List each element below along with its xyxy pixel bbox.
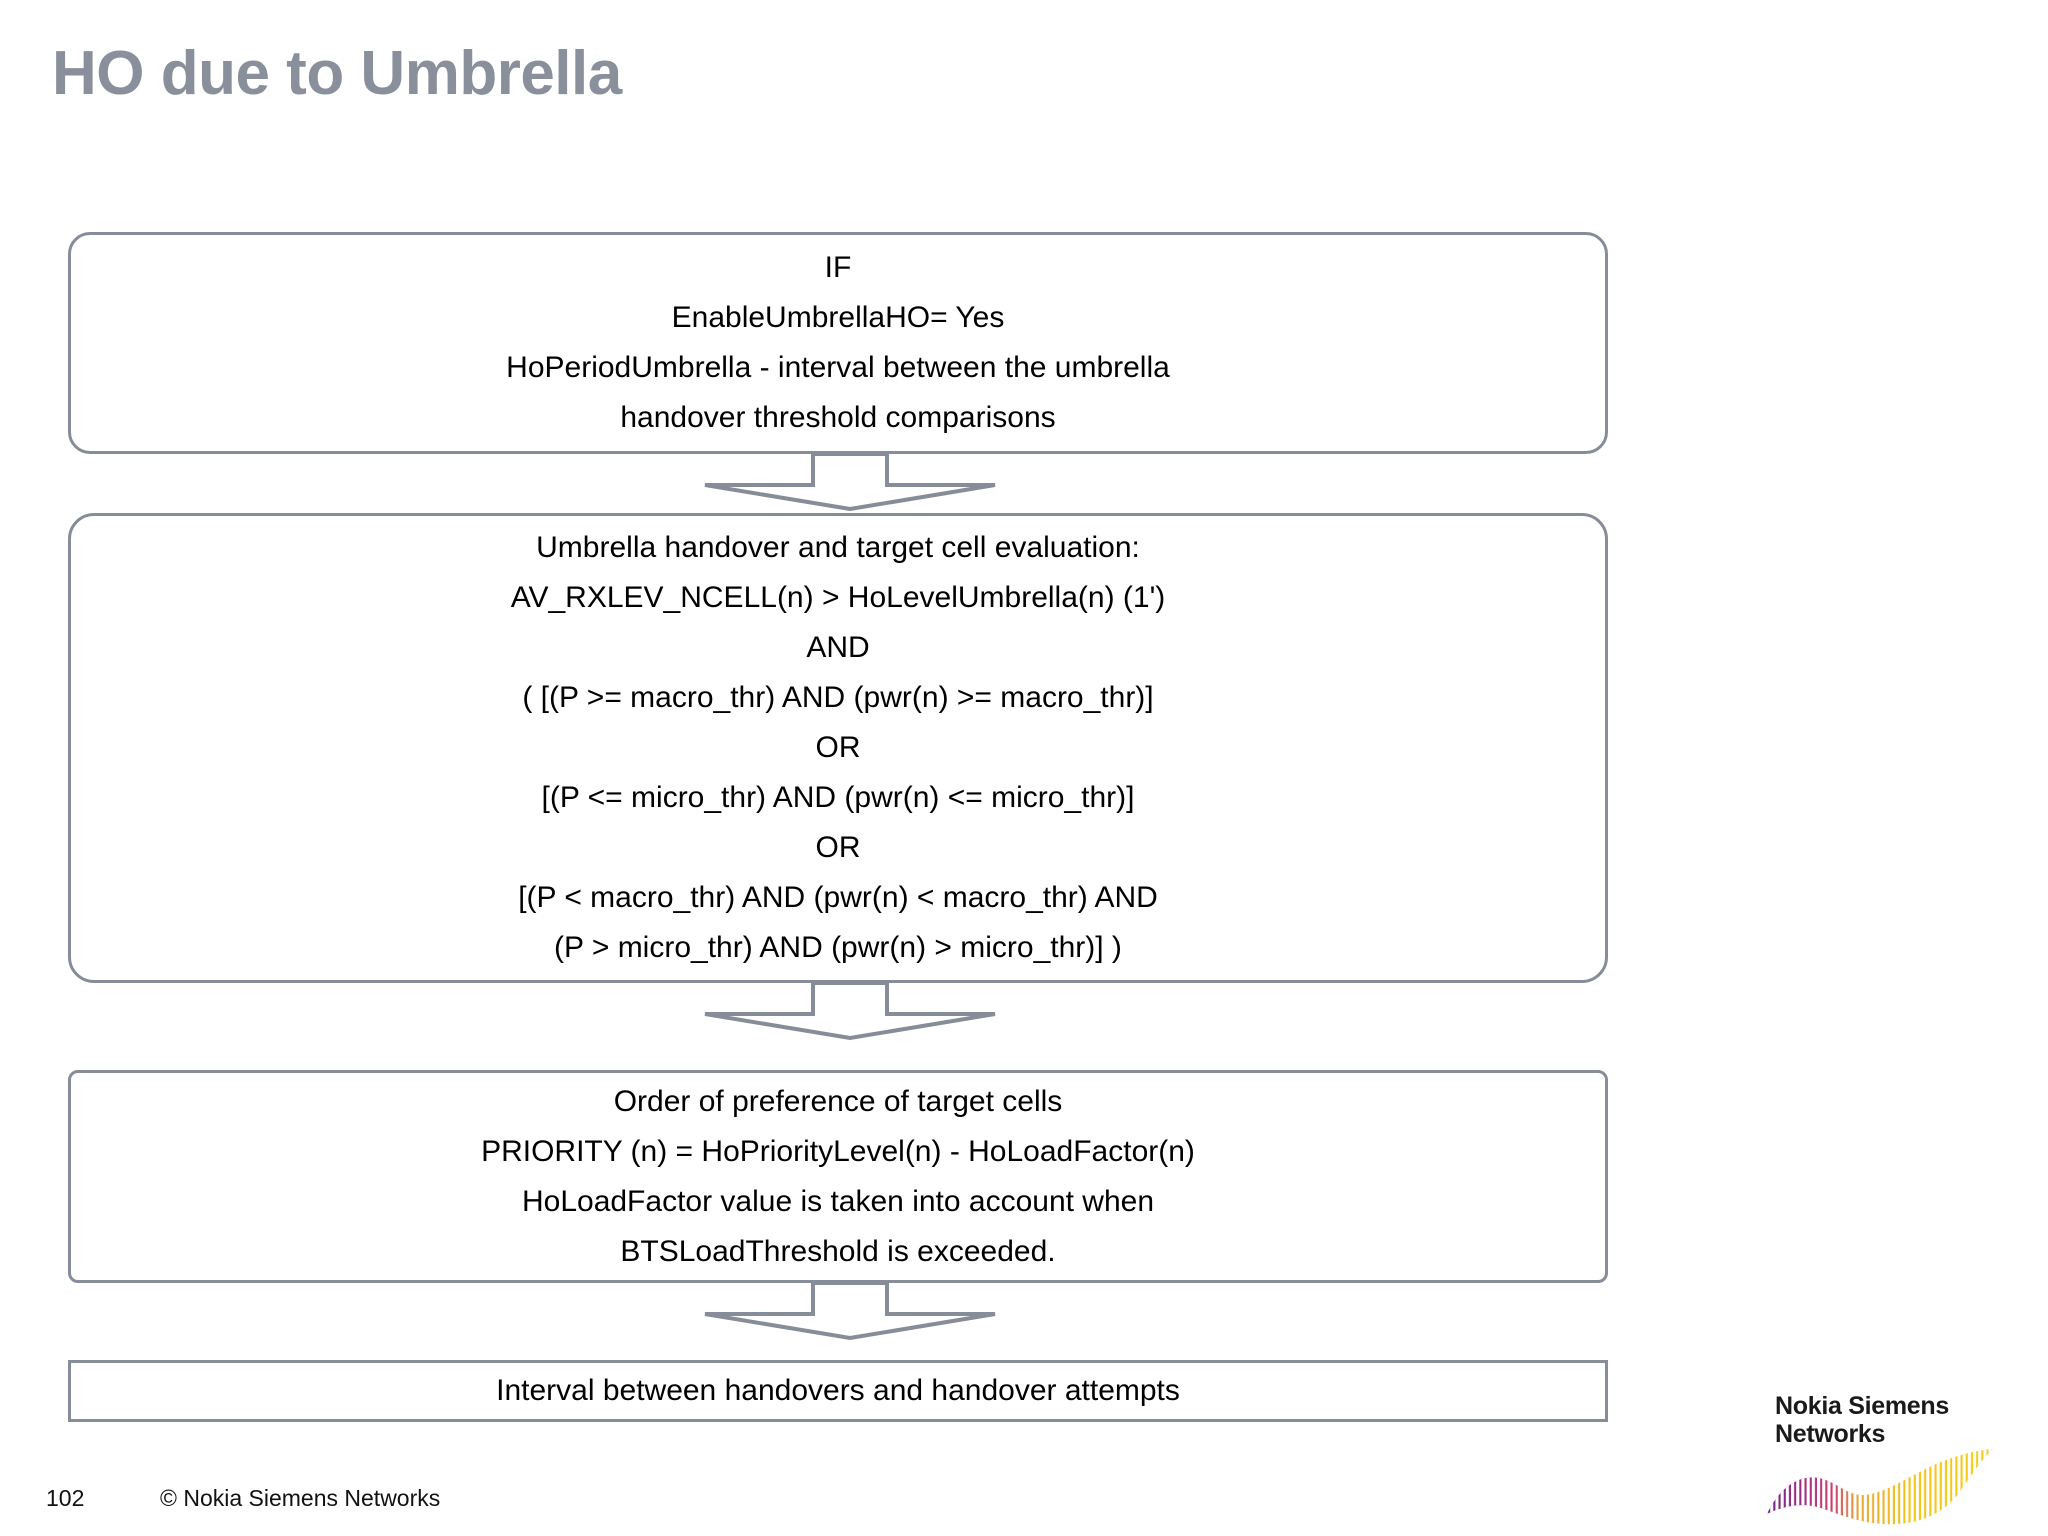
flow-box-evaluation-line-1: Umbrella handover and target cell evalua…: [536, 531, 1140, 564]
flow-box-evaluation: Umbrella handover and target cell evalua…: [68, 513, 1608, 983]
logo-wordmark-line-1: Nokia Siemens: [1775, 1392, 1949, 1420]
footer-copyright: © Nokia Siemens Networks: [160, 1485, 441, 1511]
flow-box-evaluation-line-7: OR: [815, 831, 861, 864]
flow-box-preference: Order of preference of target cells PRIO…: [68, 1070, 1608, 1283]
arrow-down-icon-condition-to-evaluation: [700, 452, 1000, 512]
arrow-down-icon-evaluation-to-preference: [700, 981, 1000, 1041]
flow-box-condition-line-2: EnableUmbrellaHO= Yes: [671, 301, 1005, 334]
arrow-down-icon-preference-to-interval: [700, 1281, 1000, 1341]
flow-box-evaluation-line-9: (P > micro_thr) AND (pwr(n) > micro_thr)…: [554, 931, 1122, 964]
flow-box-preference-line-4: BTSLoadThreshold is exceeded.: [620, 1234, 1056, 1268]
flow-box-condition-line-1: IF: [824, 251, 852, 284]
flow-box-condition: IF EnableUmbrellaHO= Yes HoPeriodUmbrell…: [68, 232, 1608, 454]
flow-box-preference-line-3: HoLoadFactor value is taken into account…: [521, 1184, 1155, 1218]
flow-box-condition-line-3: HoPeriodUmbrella - interval between the …: [506, 351, 1170, 384]
page-title: HO due to Umbrella: [52, 39, 622, 108]
flow-box-interval: Interval between handovers and handover …: [68, 1360, 1608, 1422]
flow-box-evaluation-line-4: ( [(P >= macro_thr) AND (pwr(n) >= macro…: [522, 681, 1154, 714]
flow-box-evaluation-line-5: OR: [815, 731, 861, 764]
flow-box-evaluation-line-3: AND: [806, 631, 870, 664]
nokia-siemens-networks-logo: Nokia Siemens Networks: [1767, 1392, 2025, 1525]
logo-wordmark: Nokia Siemens Networks: [1775, 1392, 1949, 1448]
logo-wordmark-line-2: Networks: [1775, 1420, 1886, 1448]
footer-page-number: 102: [46, 1485, 85, 1511]
flow-box-interval-line-1: Interval between handovers and handover …: [496, 1374, 1180, 1407]
flow-box-evaluation-line-8: [(P < macro_thr) AND (pwr(n) < macro_thr…: [518, 881, 1158, 914]
flow-box-preference-line-2: PRIORITY (n) = HoPriorityLevel(n) - HoLo…: [481, 1134, 1195, 1168]
flow-box-condition-line-4: handover threshold comparisons: [620, 401, 1056, 434]
logo-wave-icon: [1765, 1448, 2025, 1526]
flow-box-evaluation-line-2: AV_RXLEV_NCELL(n) > HoLevelUmbrella(n) (…: [510, 581, 1166, 614]
flow-box-preference-line-1: Order of preference of target cells: [613, 1084, 1063, 1118]
flow-box-evaluation-line-6: [(P <= micro_thr) AND (pwr(n) <= micro_t…: [541, 781, 1135, 814]
